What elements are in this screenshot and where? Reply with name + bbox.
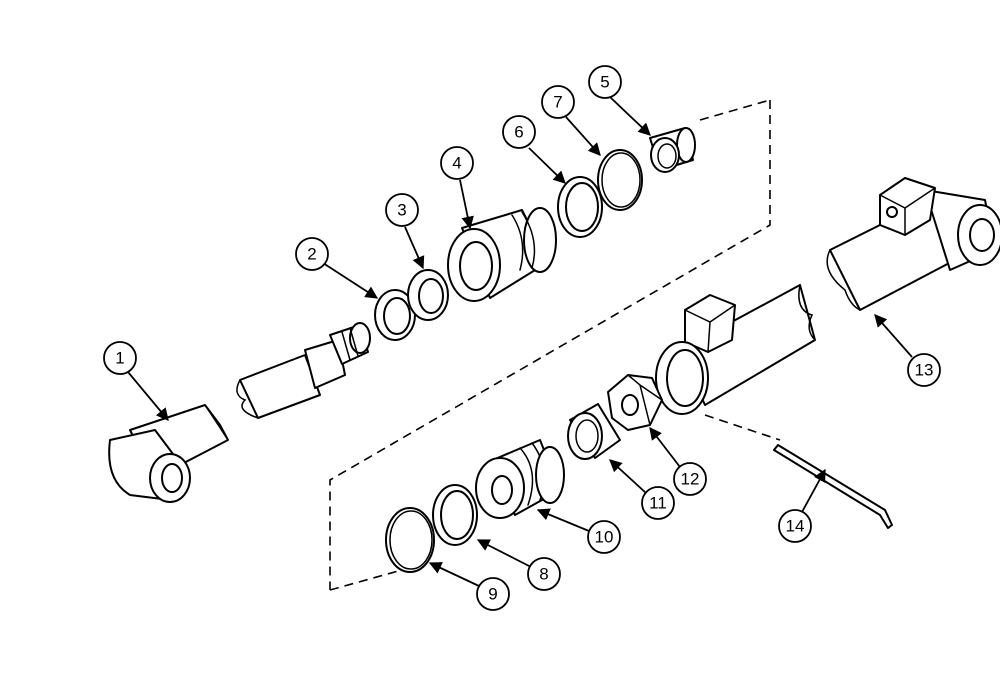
part-8-ring xyxy=(432,484,478,546)
callout-13-label: 13 xyxy=(915,361,934,380)
piston-rod xyxy=(236,322,371,419)
callout-4: 4 xyxy=(440,146,474,180)
callout-6-label: 6 xyxy=(514,123,523,142)
part-2-ring xyxy=(374,289,416,341)
cylinder-barrel xyxy=(655,284,816,415)
part-14-pin xyxy=(773,444,893,529)
part-7-o-ring xyxy=(597,149,643,211)
callout-1-label: 1 xyxy=(115,349,124,368)
callout-6: 6 xyxy=(502,115,536,149)
part-4-gland xyxy=(447,207,557,302)
callout-2: 2 xyxy=(295,237,329,271)
callout-9-label: 9 xyxy=(488,585,497,604)
callout-5-label: 5 xyxy=(600,73,609,92)
part-10-piston xyxy=(475,439,565,519)
leader-lines xyxy=(127,96,913,587)
part-9-o-ring xyxy=(385,507,435,573)
callout-8: 8 xyxy=(527,557,561,591)
callout-9: 9 xyxy=(476,577,510,611)
part-6-ring xyxy=(557,176,603,238)
callout-12: 12 xyxy=(673,462,707,496)
callout-11: 11 xyxy=(641,486,675,520)
callout-11-label: 11 xyxy=(649,494,667,513)
callout-3: 3 xyxy=(385,193,419,227)
callout-10: 10 xyxy=(587,520,621,554)
callout-13: 13 xyxy=(907,353,941,387)
part-12-nut xyxy=(607,374,663,431)
part-1-rod-eye xyxy=(108,404,229,503)
part-11-ring xyxy=(567,403,621,460)
callout-3-label: 3 xyxy=(397,201,406,220)
callout-4-label: 4 xyxy=(452,154,461,173)
callout-7: 7 xyxy=(541,85,575,119)
callout-14: 14 xyxy=(778,509,812,543)
callout-14-label: 14 xyxy=(786,517,805,536)
part-13-barrel-base xyxy=(826,177,1000,311)
part-3-ring xyxy=(407,269,449,321)
callout-10-label: 10 xyxy=(595,528,614,547)
callout-2-label: 2 xyxy=(307,245,316,264)
callout-12-label: 12 xyxy=(681,470,700,489)
assembly-outline xyxy=(329,99,781,591)
callout-1: 1 xyxy=(103,341,137,375)
callout-5: 5 xyxy=(588,65,622,99)
callout-7-label: 7 xyxy=(553,93,562,112)
part-5-bushing xyxy=(649,127,696,173)
callout-8-label: 8 xyxy=(539,565,548,584)
